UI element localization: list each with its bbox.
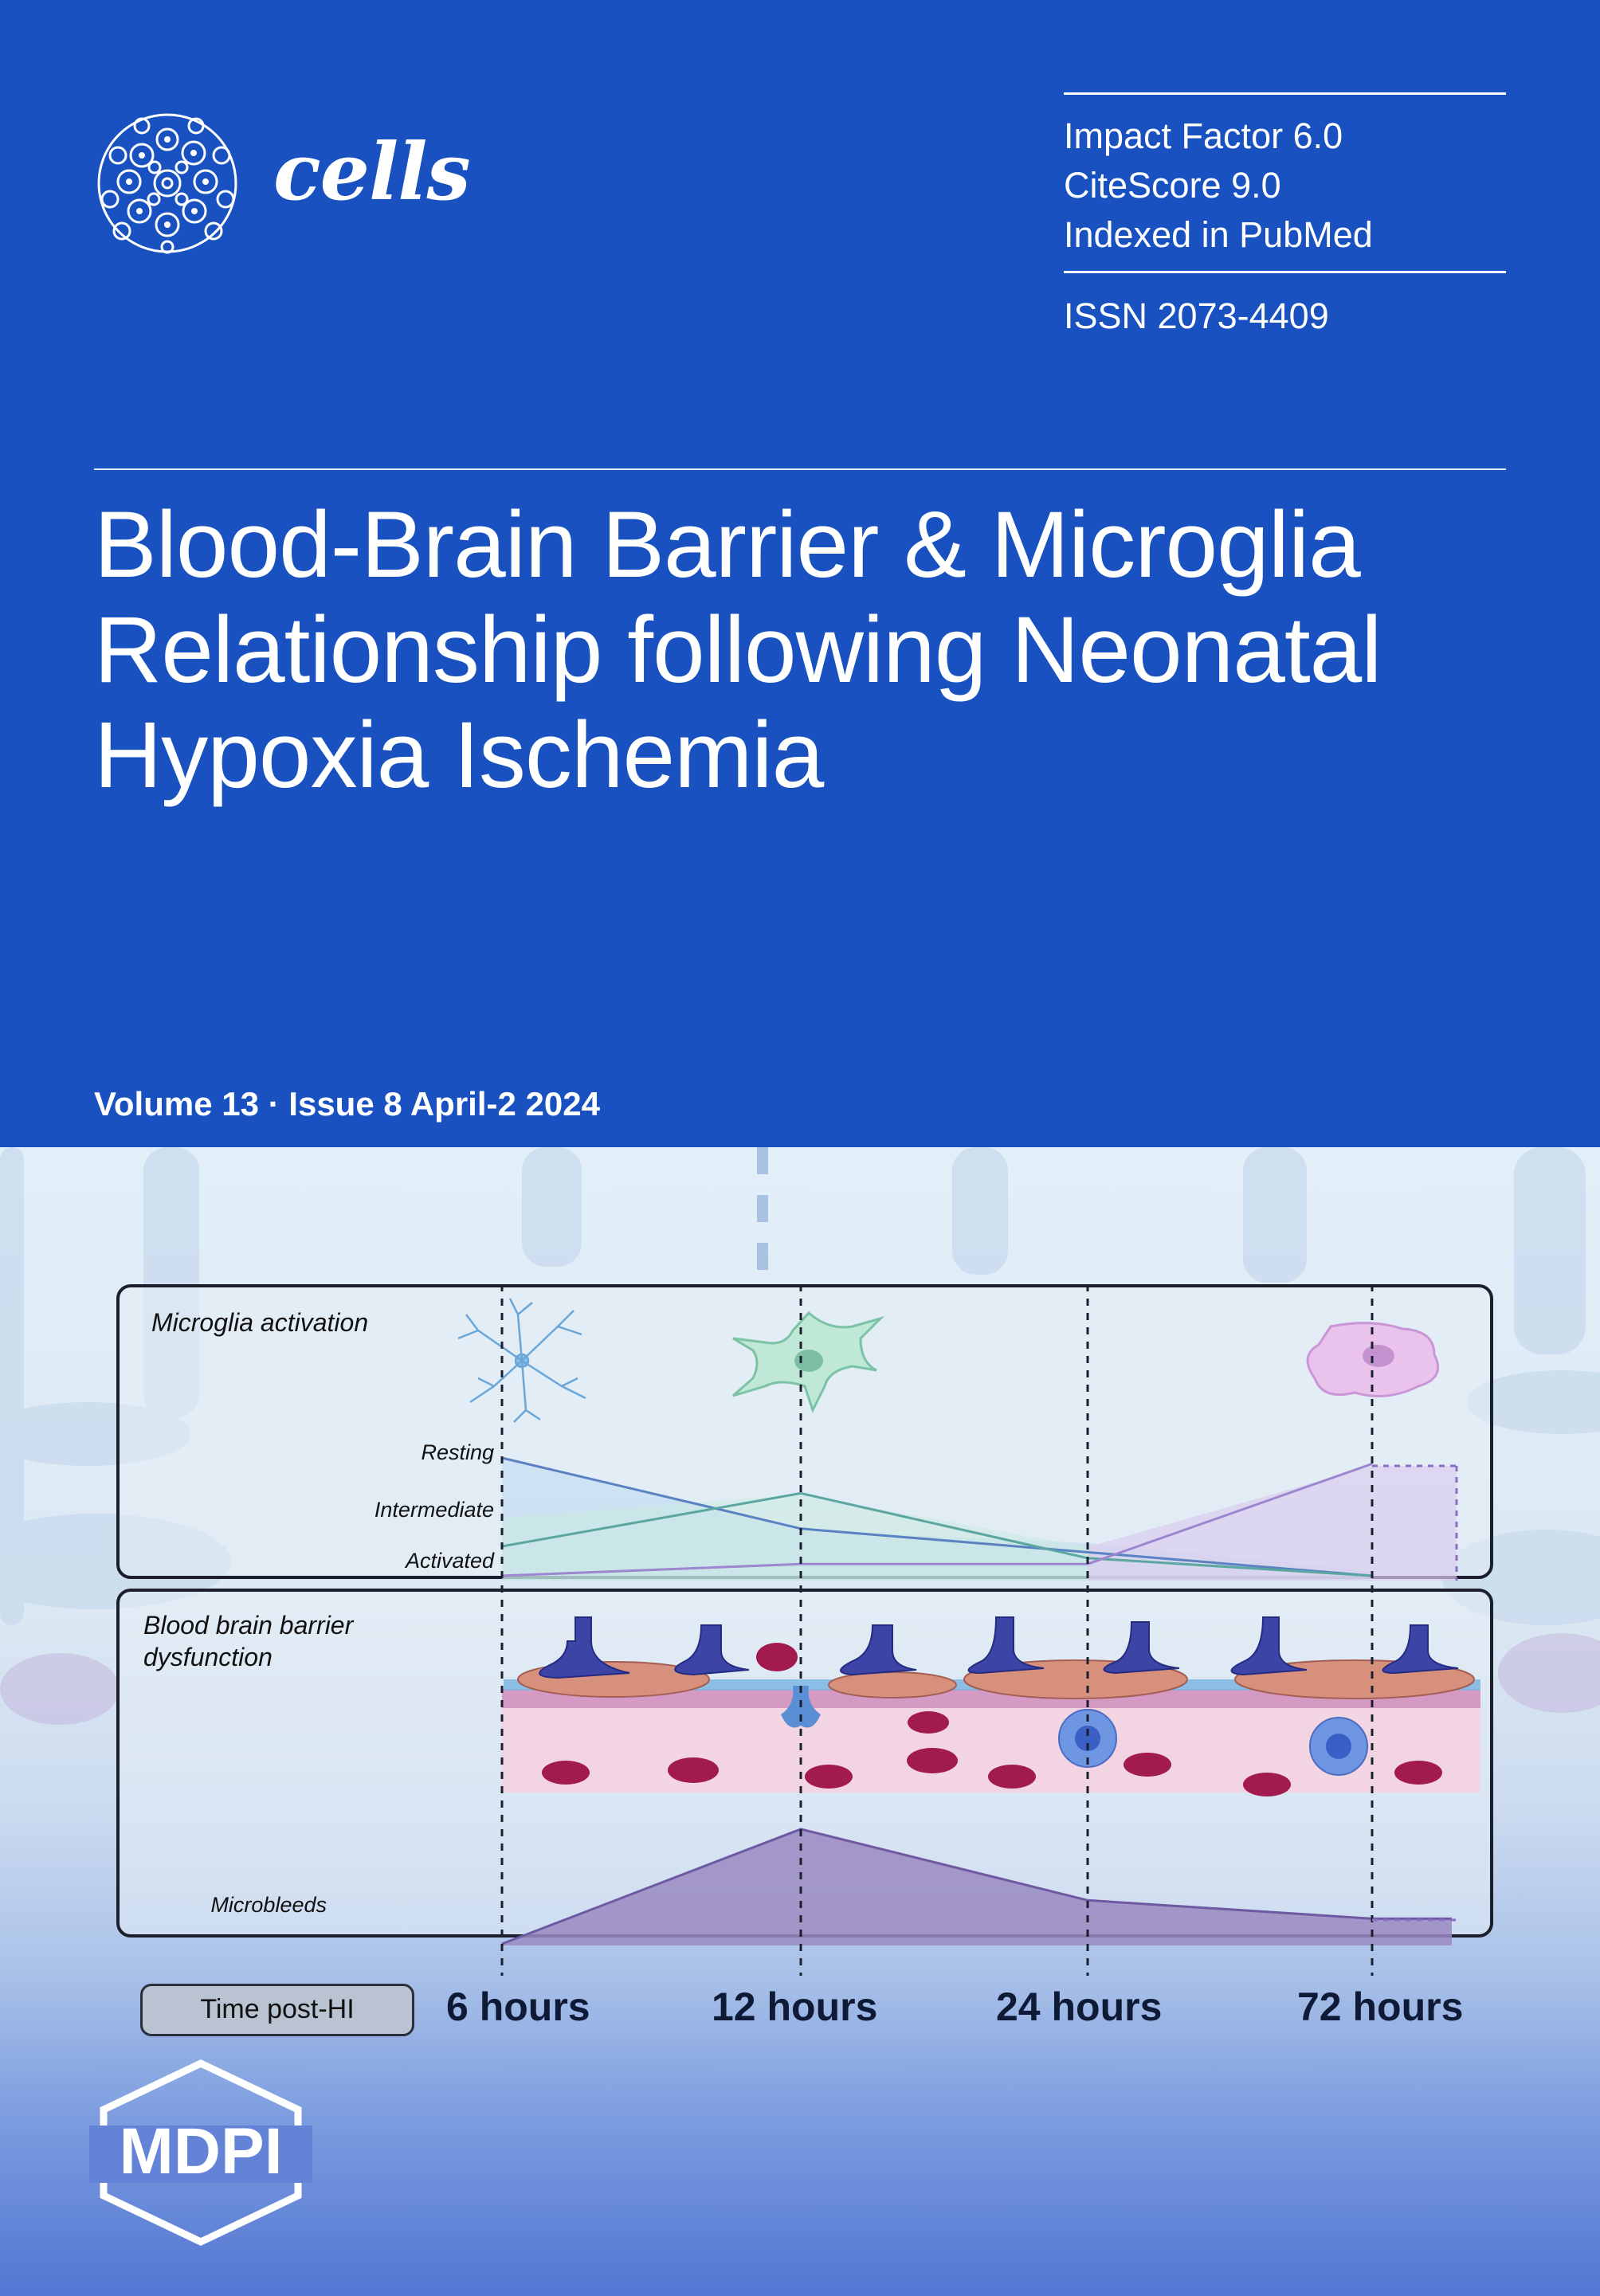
timepoint-label: 72 hours [1297,1985,1464,2029]
panel-title: Microglia activation [151,1308,369,1337]
microbleeds-line [501,1828,1452,1945]
title-line: Hypoxia Ischemia [94,703,824,808]
intermediate-microglia-icon [732,1311,885,1413]
citescore: CiteScore 9.0 [1064,165,1281,206]
microglia-lines [501,1456,1373,1577]
72h-dashed-box [1372,1464,1458,1922]
article-title: Blood-Brain Barrier & Microglia Relation… [94,492,1544,808]
title-line: Relationship following Neonatal [94,598,1382,703]
panel-title: Blood brain barrier dysfunction [143,1609,353,1673]
level-label: Intermediate [374,1498,494,1522]
microglia-series-line [501,1462,1373,1577]
level-label: Activated [405,1549,494,1573]
timepoint-label: 24 hours [996,1985,1163,2029]
cover-graphic: Microglia activation Resting Intermediat… [0,1147,1600,2296]
timeline-markers [500,1284,1374,1976]
panel-title-line: Blood brain barrier [143,1611,354,1640]
microbleeds-area-fill [502,1829,1452,1945]
activated-area [1088,1466,1457,1581]
time-post-hi-label: Time post-HI [140,1984,414,2036]
mdpi-hexagon-logo: MDPI [89,2059,312,2246]
issn: ISSN 2073-4409 [1064,296,1329,336]
journal-name: cells [273,127,471,218]
indexed-in: Indexed in PubMed [1064,214,1373,255]
cell-cluster-icon [97,113,237,254]
volume-issue: Volume 13 · Issue 8 April-2 2024 [94,1085,600,1123]
timepoint-label: 6 hours [446,1985,590,2029]
timepoint-label: 12 hours [712,1985,878,2029]
panel-title-line: dysfunction [143,1643,273,1671]
metrics-bottom-rule [1064,271,1506,273]
blood-vessel-illustration [502,1616,1480,1796]
figure-overlay [457,1284,1480,1976]
cover-header: cells Impact Factor 6.0 CiteScore 9.0 In… [0,0,1600,1147]
microbleeds-area [501,1828,1452,1945]
resting-microglia-icon [457,1298,586,1423]
metrics-top-rule [1064,92,1506,95]
title-rule [94,468,1506,470]
svg-text:MDPI: MDPI [120,2115,283,2188]
level-label: Resting [421,1440,494,1464]
title-line: Blood-Brain Barrier & Microglia [94,492,1361,598]
impact-factor: Impact Factor 6.0 [1064,116,1343,156]
microglia-series-line [501,1456,1373,1577]
microbleeds-label: Microbleeds [210,1893,327,1917]
microglia-series-line [501,1491,1373,1577]
